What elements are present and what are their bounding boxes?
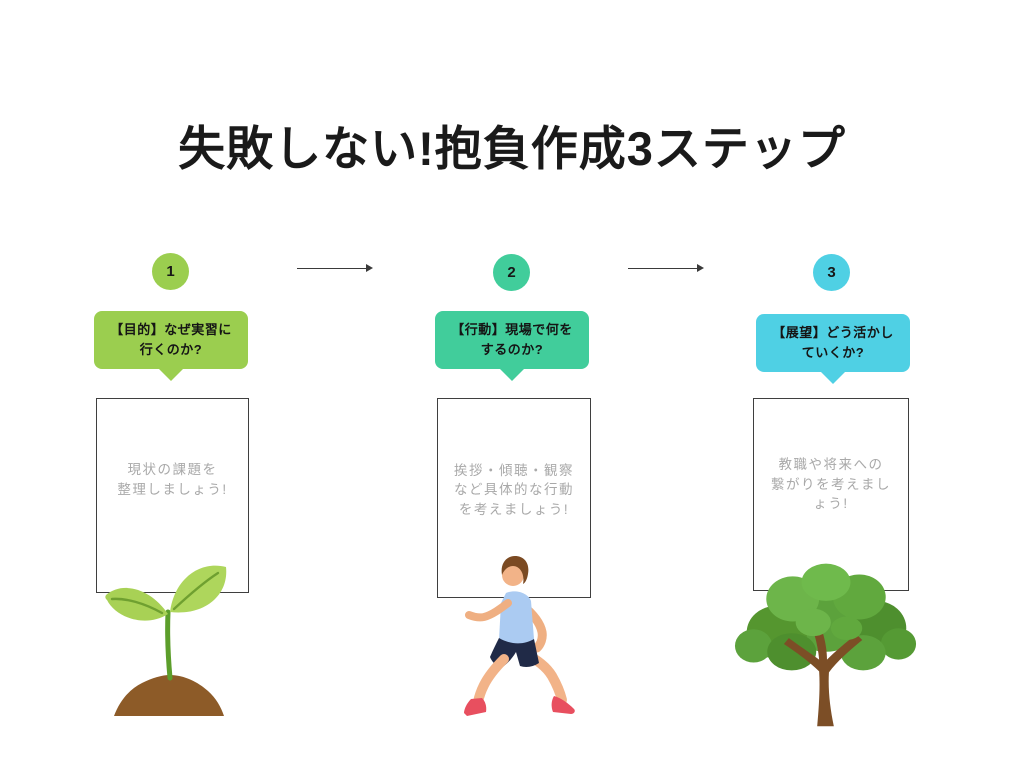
step-2-number: 2 [507,264,516,281]
stem [165,609,173,681]
step-1-number: 1 [166,263,175,280]
step-2-bubble: 【行動】現場で何を するのか? [435,311,589,381]
canopy [767,633,817,671]
step-1-note-box: 現状の課題を 整理しましょう! [96,398,249,593]
step-3-note-box: 教職や将来への 繋がりを考えまし ょう! [753,398,909,591]
step-3-bubble-label: 【展望】どう活かし ていくか? [772,324,894,360]
running-man-illustration [464,556,575,716]
sprout-seedling-illustration [105,565,227,716]
canopy [801,563,851,601]
step-3-number-badge: 3 [813,254,850,291]
step-2-note-box: 挨拶・傾聴・観察 など具体的な行動 を考えましょう! [437,398,591,598]
torso-shirt [499,591,534,646]
step-1-number-badge: 1 [152,253,189,290]
bubble-tail [819,370,847,384]
canopy [840,635,886,671]
head [502,564,524,586]
left-leaf [105,587,168,621]
step-2-note-text: 挨拶・傾聴・観察 など具体的な行動 を考えましょう! [454,462,574,517]
step-1-bubble: 【目的】なぜ実習に 行くのか? [94,311,248,381]
front-shoe [464,698,487,716]
dirt-mound [114,675,224,716]
slide-title: 失敗しない!抱負作成3ステップ [178,122,846,175]
right-leaf-vein [172,571,220,611]
canopy [734,629,773,663]
front-arm [465,599,512,622]
canopy [880,628,917,660]
step-3-note-text: 教職や将来への 繋がりを考えまし ょう! [771,457,891,512]
step-1-note-text: 現状の課題を 整理しましょう! [117,461,228,497]
hair [501,556,529,584]
left-leaf-vein [110,597,164,615]
tree-illustration [734,563,917,727]
step-2-bubble-label: 【行動】現場で何を するのか? [451,321,573,357]
canopy [795,608,831,637]
arrow-right-icon [297,264,373,272]
arrow-right-icon [628,264,704,272]
step-3-number: 3 [827,264,836,281]
rear-shoe [551,696,575,714]
trunk [783,622,863,727]
step-1-bubble-label: 【目的】なぜ実習に 行くのか? [110,321,232,357]
step-2-number-badge: 2 [493,254,530,291]
step-3-bubble: 【展望】どう活かし ていくか? [756,314,910,384]
canopy [830,616,863,641]
bubble-tail [157,367,185,381]
bubble-tail [498,367,526,381]
front-leg [473,654,509,707]
